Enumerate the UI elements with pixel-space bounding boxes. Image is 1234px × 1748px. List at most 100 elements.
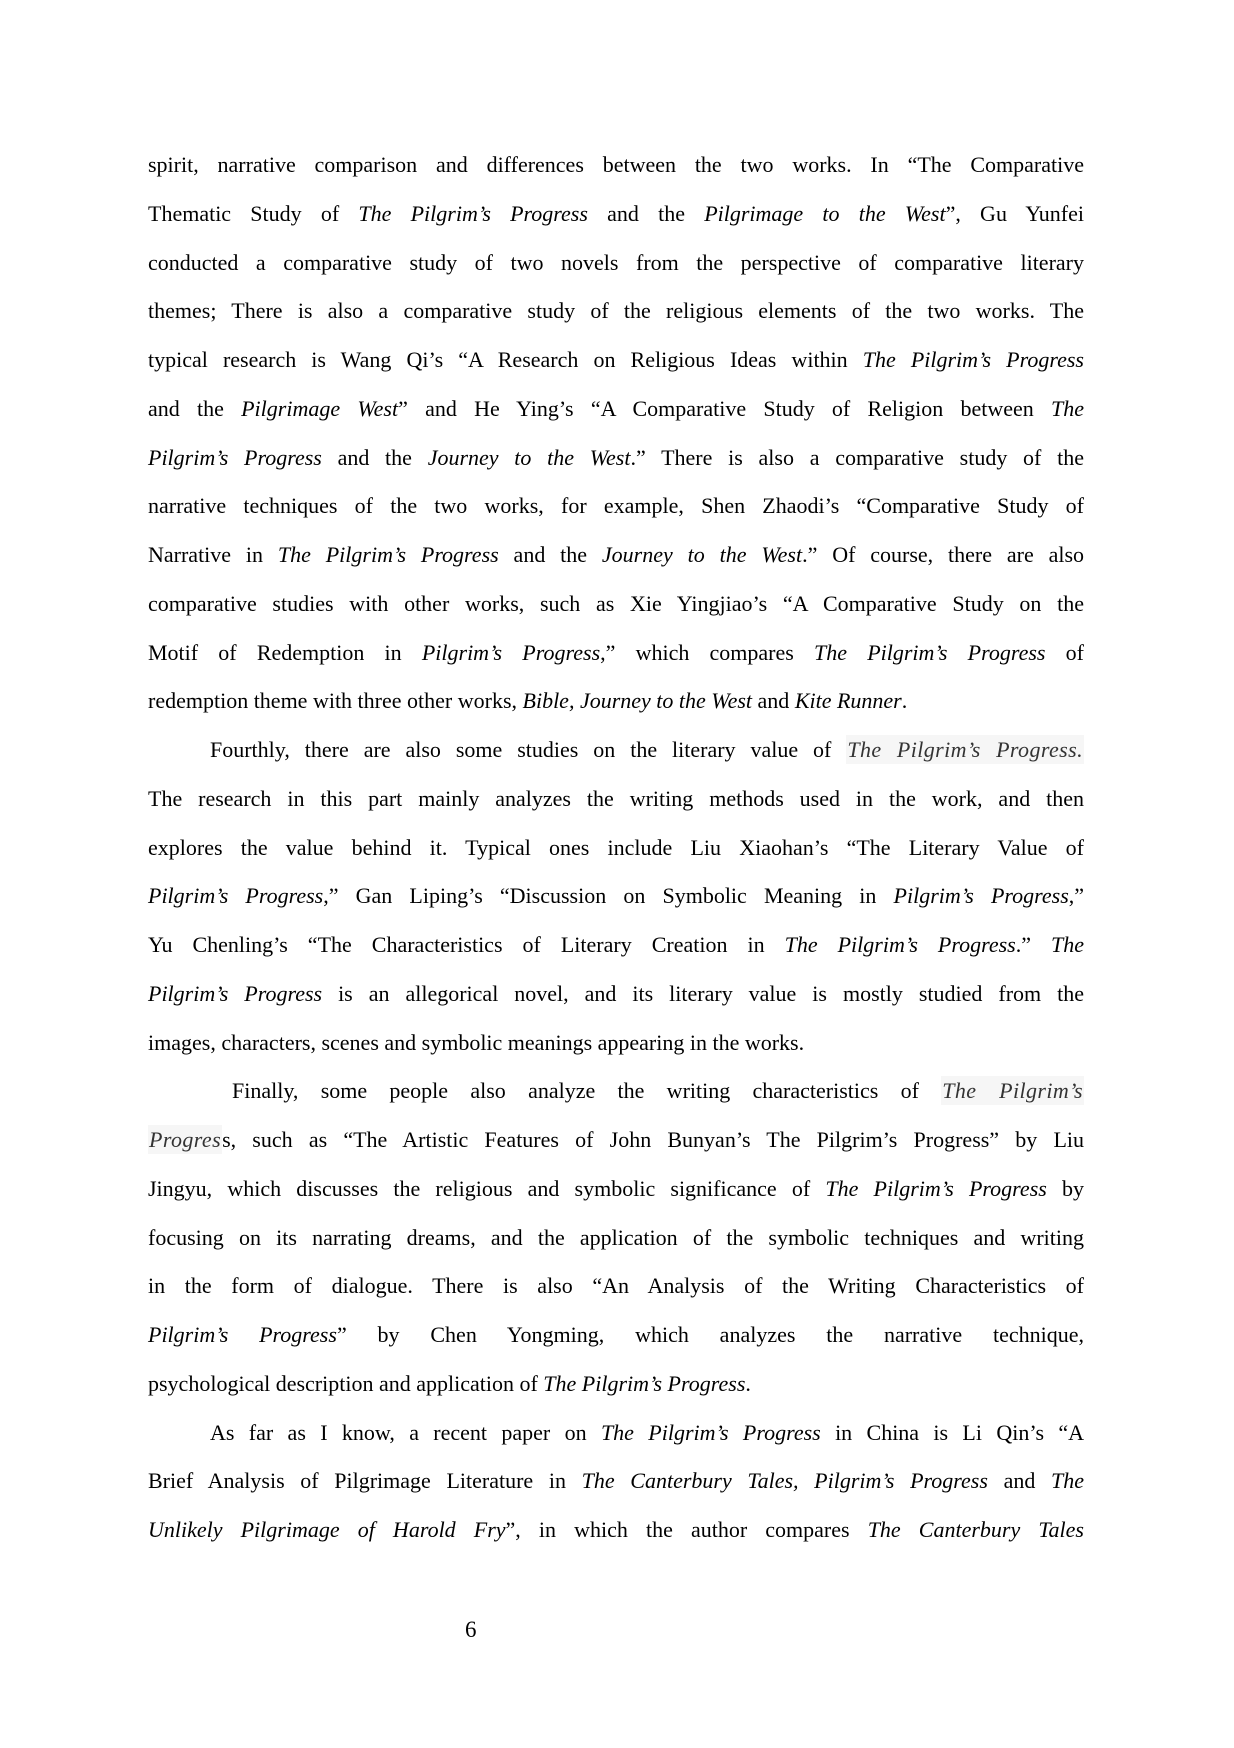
text-segment: Finally, some people also analyze the wr…	[232, 1078, 942, 1104]
text-line: The research in this part mainly analyze…	[148, 775, 1084, 824]
text-line: redemption theme with three other works,…	[148, 677, 1084, 726]
text-segment: Journey to the West	[427, 444, 631, 470]
text-segment: Thematic Study of	[148, 200, 359, 226]
text-line: Pilgrim’s Progress and the Journey to th…	[148, 434, 1084, 483]
text-segment: psychological description and applicatio…	[148, 1370, 544, 1396]
text-line: typical research is Wang Qi’s “A Researc…	[148, 336, 1084, 385]
text-segment: The Pilgrim’s Progress	[277, 542, 499, 567]
text-segment: s, such as “The Artistic Features of Joh…	[222, 1127, 1084, 1152]
text-line: narrative techniques of the two works, f…	[148, 482, 1084, 531]
text-segment: Kite Runner	[794, 688, 902, 714]
text-line: Jingyu, which discusses the religious an…	[148, 1165, 1084, 1214]
text-segment: The	[1051, 395, 1084, 421]
text-segment: in the form of dialogue. There is also “…	[148, 1273, 1084, 1299]
text-segment: explores the value behind it. Typical on…	[148, 834, 1084, 860]
text-segment: The	[1051, 1468, 1085, 1494]
text-segment: .	[745, 1370, 751, 1396]
text-segment: Jingyu, which discusses the religious an…	[148, 1175, 826, 1201]
text-line: comparative studies with other works, su…	[148, 580, 1084, 629]
text-segment: The Canterbury Tales, Pilgrim’s Progress	[581, 1468, 988, 1494]
text-segment: ”, Gu Yunfei	[945, 200, 1084, 226]
text-segment: ,”	[1068, 883, 1085, 909]
text-line: Pilgrim’s Progress is an allegorical nov…	[148, 970, 1084, 1019]
text-segment: narrative techniques of the two works, f…	[148, 493, 1084, 519]
text-segment: Bible, Journey to the West	[522, 688, 753, 714]
text-line: Unlikely Pilgrimage of Harold Fry”, in w…	[148, 1506, 1084, 1555]
text-segment: Yu Chenling’s “The Characteristics of Li…	[148, 932, 785, 957]
text-segment: Narrative in	[148, 542, 278, 567]
text-segment: Fourthly, there are also some studies on…	[210, 737, 847, 762]
text-line: Progress, such as “The Artistic Features…	[148, 1116, 1084, 1165]
text-segment: .	[901, 688, 908, 714]
text-segment: The Pilgrim’s Progress	[825, 1175, 1047, 1201]
text-segment: ,” which compares	[600, 639, 815, 665]
text-line: Motif of Redemption in Pilgrim’s Progres…	[148, 629, 1084, 678]
edited-text-segment: Progres	[148, 1125, 223, 1154]
text-segment: Pilgrim’s Progress	[148, 444, 322, 470]
text-line: themes; There is also a comparative stud…	[148, 287, 1084, 336]
text-segment: and the	[498, 542, 602, 567]
text-segment: conducted a comparative study of two nov…	[148, 249, 1084, 275]
edited-text-segment: The Pilgrim’s	[941, 1076, 1084, 1106]
text-line: Fourthly, there are also some studies on…	[148, 726, 1084, 775]
text-block: spirit, narrative comparison and differe…	[148, 141, 1084, 1555]
text-segment: is an allegorical novel, and its literar…	[322, 980, 1084, 1006]
text-segment: The Pilgrim’s Progress	[862, 347, 1084, 372]
text-line: focusing on its narrating dreams, and th…	[148, 1214, 1084, 1263]
text-segment: Pilgrim’s Progress	[148, 980, 323, 1006]
text-segment: Pilgrim’s Progress	[148, 883, 324, 909]
text-segment: Brief Analysis of Pilgrimage Literature …	[148, 1468, 582, 1494]
text-segment: .”	[1015, 932, 1052, 957]
text-line: As far as I know, a recent paper on The …	[148, 1409, 1084, 1458]
edited-text-segment: The Pilgrim’s Progress.	[846, 735, 1084, 764]
text-segment: Pilgrimage to the West	[704, 200, 946, 226]
text-segment: Journey to the West	[601, 542, 803, 567]
page-number: 6	[465, 1617, 477, 1642]
text-segment: in China is Li Qin’s “A	[820, 1419, 1084, 1445]
text-segment: images, characters, scenes and symbolic …	[148, 1029, 805, 1055]
text-segment: by	[1046, 1175, 1085, 1201]
text-line: images, characters, scenes and symbolic …	[148, 1019, 1084, 1068]
paragraph: Fourthly, there are also some studies on…	[148, 726, 1084, 1067]
text-segment: The	[1051, 932, 1085, 957]
paragraph: spirit, narrative comparison and differe…	[148, 141, 1084, 726]
text-segment: The Pilgrim’s Progress	[784, 932, 1016, 957]
text-segment: comparative studies with other works, su…	[148, 590, 1084, 616]
paragraph: Finally, some people also analyze the wr…	[148, 1067, 1084, 1408]
text-line: and the Pilgrimage West” and He Ying’s “…	[148, 385, 1084, 434]
text-segment: Motif of Redemption in	[148, 639, 422, 665]
text-segment: focusing on its narrating dreams, and th…	[148, 1224, 1084, 1250]
text-segment: As far as I know, a recent paper on	[210, 1419, 601, 1445]
text-line: Narrative in The Pilgrim’s Progress and …	[148, 531, 1084, 580]
text-line: Pilgrim’s Progress” by Chen Yongming, wh…	[148, 1311, 1084, 1360]
text-segment: and the	[587, 200, 705, 226]
text-segment: redemption theme with three other works,	[148, 688, 523, 714]
text-segment: of	[1045, 639, 1084, 665]
text-segment: spirit, narrative comparison and differe…	[148, 152, 1084, 177]
text-line: Pilgrim’s Progress,” Gan Liping’s “Discu…	[148, 872, 1084, 921]
text-line: Yu Chenling’s “The Characteristics of Li…	[148, 921, 1084, 970]
text-segment: and	[987, 1468, 1052, 1494]
paragraph: As far as I know, a recent paper on The …	[148, 1409, 1084, 1555]
text-segment: The Pilgrim’s Progress	[543, 1370, 746, 1396]
text-segment: themes; There is also a comparative stud…	[148, 298, 1084, 324]
text-segment: The Pilgrim’s Progress	[814, 639, 1046, 665]
text-line: in the form of dialogue. There is also “…	[148, 1262, 1084, 1311]
text-segment: ” and He Ying’s “A Comparative Study of …	[398, 395, 1051, 421]
text-line: psychological description and applicatio…	[148, 1360, 1084, 1409]
text-segment: typical research is Wang Qi’s “A Researc…	[148, 347, 863, 372]
text-segment: The research in this part mainly analyze…	[148, 785, 1084, 811]
text-segment: ,” Gan Liping’s “Discussion on Symbolic …	[323, 883, 894, 909]
text-segment: Pilgrim’s Progress	[148, 1322, 337, 1347]
text-segment: and the	[321, 444, 428, 470]
text-segment: The Pilgrim’s Progress	[358, 200, 588, 226]
text-segment: ”, in which the author compares	[505, 1517, 868, 1542]
text-segment: Pilgrimage West	[241, 395, 399, 421]
text-line: conducted a comparative study of two nov…	[148, 239, 1084, 288]
text-segment: The Canterbury Tales	[867, 1517, 1084, 1542]
text-line: Thematic Study of The Pilgrim’s Progress…	[148, 190, 1084, 239]
text-segment: Pilgrim’s Progress	[893, 883, 1069, 909]
text-segment: Pilgrim’s Progress	[421, 639, 601, 665]
text-segment: .” Of course, there are also	[802, 542, 1085, 567]
